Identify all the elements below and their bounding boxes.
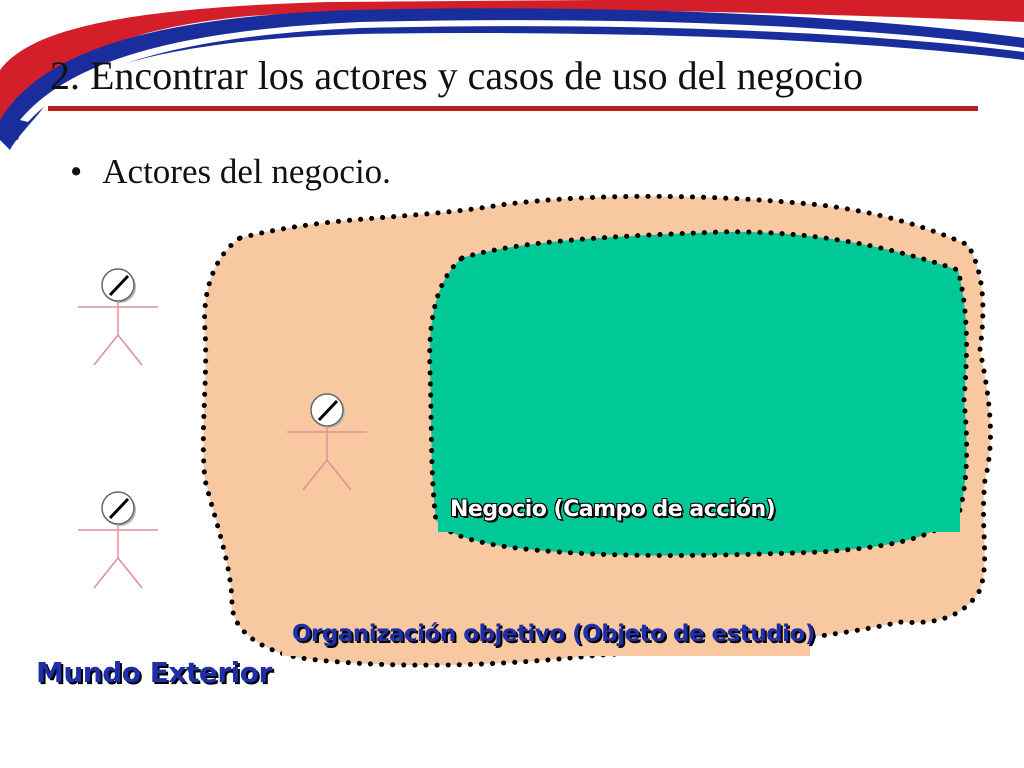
bullet-dot: •: [70, 152, 83, 191]
actor-left-leg: [93, 334, 119, 366]
exterior-label: Mundo Exterior: [36, 656, 272, 689]
actor-left-leg: [302, 459, 328, 491]
slide-title: 2. Encontrar los actores y casos de uso …: [50, 53, 864, 98]
business-actor-icon: [287, 393, 367, 491]
banner-red-swoosh: [0, 0, 1024, 140]
title-underline: [48, 106, 978, 111]
actor-right-leg: [117, 557, 143, 589]
business-label: Negocio (Campo de acción): [438, 490, 960, 532]
actor-left-leg: [93, 557, 119, 589]
header-banner: [0, 0, 1024, 151]
business-actor-icon: [78, 491, 158, 589]
business-actors: [78, 268, 367, 589]
actor-right-leg: [117, 334, 143, 366]
bullet-text: Actores del negocio.: [102, 152, 391, 191]
actor-slash: [317, 399, 339, 422]
bullet-item: • Actores del negocio.: [70, 152, 391, 192]
business-region: [427, 229, 970, 558]
actor-right-leg: [326, 459, 352, 491]
actor-slash: [108, 497, 130, 520]
actor-slash: [108, 274, 130, 297]
business-boundary: [427, 229, 970, 558]
business-actor-icon: [78, 268, 158, 366]
organization-label: Organización objetivo (Objeto de estudio…: [282, 614, 815, 656]
